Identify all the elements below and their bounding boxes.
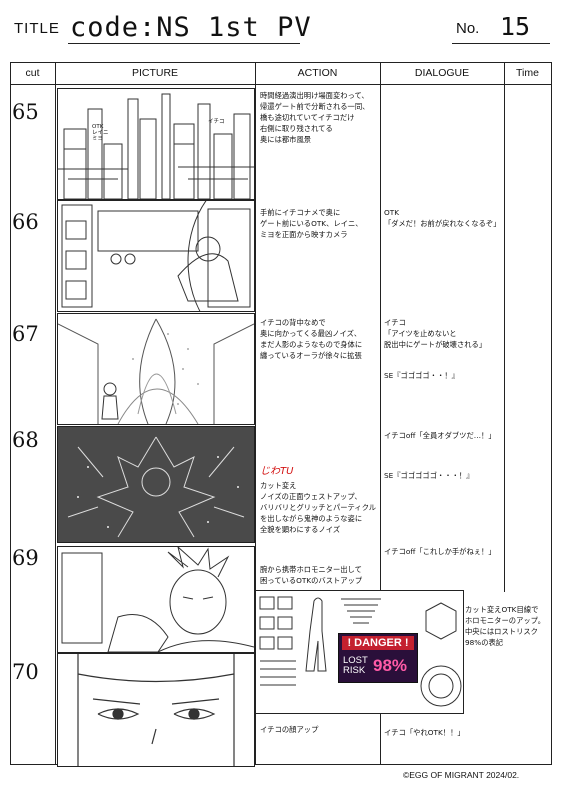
cut-number: 65 bbox=[12, 100, 39, 124]
aura-sketch bbox=[58, 318, 254, 424]
action-text: 時間経過演出明け場面変わって、 帰還ゲート前で分断される一同、 橋も途切れていて… bbox=[260, 91, 370, 144]
title-value: code:NS 1st PV bbox=[70, 12, 312, 43]
title-underline bbox=[68, 43, 300, 44]
city-sketch bbox=[58, 93, 254, 199]
col-header-cut: cut bbox=[25, 67, 40, 79]
no-label: No. bbox=[456, 20, 480, 37]
col-header-action: ACTION bbox=[297, 67, 338, 79]
gate-sketch bbox=[61, 201, 251, 311]
dialogue-text: イチコ 「アイツを止めないと 脱出中にゲートが破壊される」 bbox=[384, 318, 487, 349]
col-header-dialogue: DIALOGUE bbox=[414, 67, 470, 79]
se-text: SE『ゴゴゴゴ・・！』 bbox=[384, 371, 459, 380]
lost-risk-percent: 98% bbox=[373, 656, 408, 675]
danger-alert: ! DANGER ! LOST RISK 98% bbox=[338, 633, 418, 683]
copyright: ©EGG OF MIGRANT 2024/02. bbox=[403, 770, 520, 780]
dialogue-text: OTK 「ダメだ！お前が戻れなくなるぞ」 bbox=[384, 208, 501, 228]
no-value: 15 bbox=[500, 12, 531, 41]
monitor-hud bbox=[259, 596, 462, 707]
picture-label-otk: OTK レイニ ミヨ bbox=[92, 124, 109, 142]
lost-risk-label: LOST RISK bbox=[343, 655, 368, 676]
title-label: TITLE bbox=[14, 20, 60, 37]
cut-number: 70 bbox=[12, 660, 39, 684]
cut-number: 69 bbox=[12, 546, 39, 570]
panel-cut-66-gate bbox=[57, 200, 255, 312]
ichiko-face-sketch bbox=[77, 654, 235, 766]
panel-cut-67-aura bbox=[57, 313, 255, 425]
panel-cut-70-ichiko-face bbox=[57, 653, 255, 767]
action-text: 手前にイチコナメで奥に ゲート前にいるOTK、レイニ、 ミヨを正面から映すカメラ bbox=[260, 208, 363, 239]
col-header-time: Time bbox=[516, 67, 539, 79]
cut-number: 67 bbox=[12, 322, 39, 346]
otk-sketch bbox=[61, 547, 254, 652]
panel-cut-69-otk bbox=[57, 546, 255, 653]
no-underline bbox=[452, 43, 550, 44]
panel-cut-68-noise bbox=[57, 426, 255, 543]
picture-label-ichiko: イチコ bbox=[208, 119, 225, 125]
dialogue-text: イチコ「やれOTK！！」 bbox=[384, 728, 465, 737]
dialogue-text: イチコoff「これしか手がねぇ！」 bbox=[384, 547, 496, 556]
col-header-picture: PICTURE bbox=[131, 67, 179, 79]
action-text: イチコの顔アップ bbox=[260, 725, 319, 734]
hologram-monitor: ! DANGER ! LOST RISK 98% bbox=[255, 590, 464, 714]
action-text: 腕から携帯ホロモニター出して 困っているOTKのバストアップ bbox=[260, 565, 363, 585]
side-note: カット変えOTK目線で ホロモニターのアップ。 中央にはロストリスク 98%の表… bbox=[465, 605, 546, 647]
danger-title: ! DANGER ! bbox=[342, 636, 414, 650]
dialogue-text: イチコoff「全員オダブツだ…！」 bbox=[384, 431, 496, 440]
cut-number: 68 bbox=[12, 428, 39, 452]
noise-sketch bbox=[58, 427, 254, 542]
cut-number: 66 bbox=[12, 210, 39, 234]
panel-cut-65-city: OTK レイニ ミヨ イチコ bbox=[57, 88, 255, 200]
action-text: イチコの背中なめで 奥に向かってくる最凶ノイズ、 まだ人影のようなもので身体に … bbox=[260, 318, 363, 360]
action-note-red: じわTU bbox=[260, 466, 294, 477]
se-text: SE『ゴゴゴゴゴ・・・！』 bbox=[384, 471, 474, 480]
action-text: カット変え ノイズの正面ウェストアップ、 バリバリとグリッチとパーティクル を出… bbox=[260, 481, 377, 534]
